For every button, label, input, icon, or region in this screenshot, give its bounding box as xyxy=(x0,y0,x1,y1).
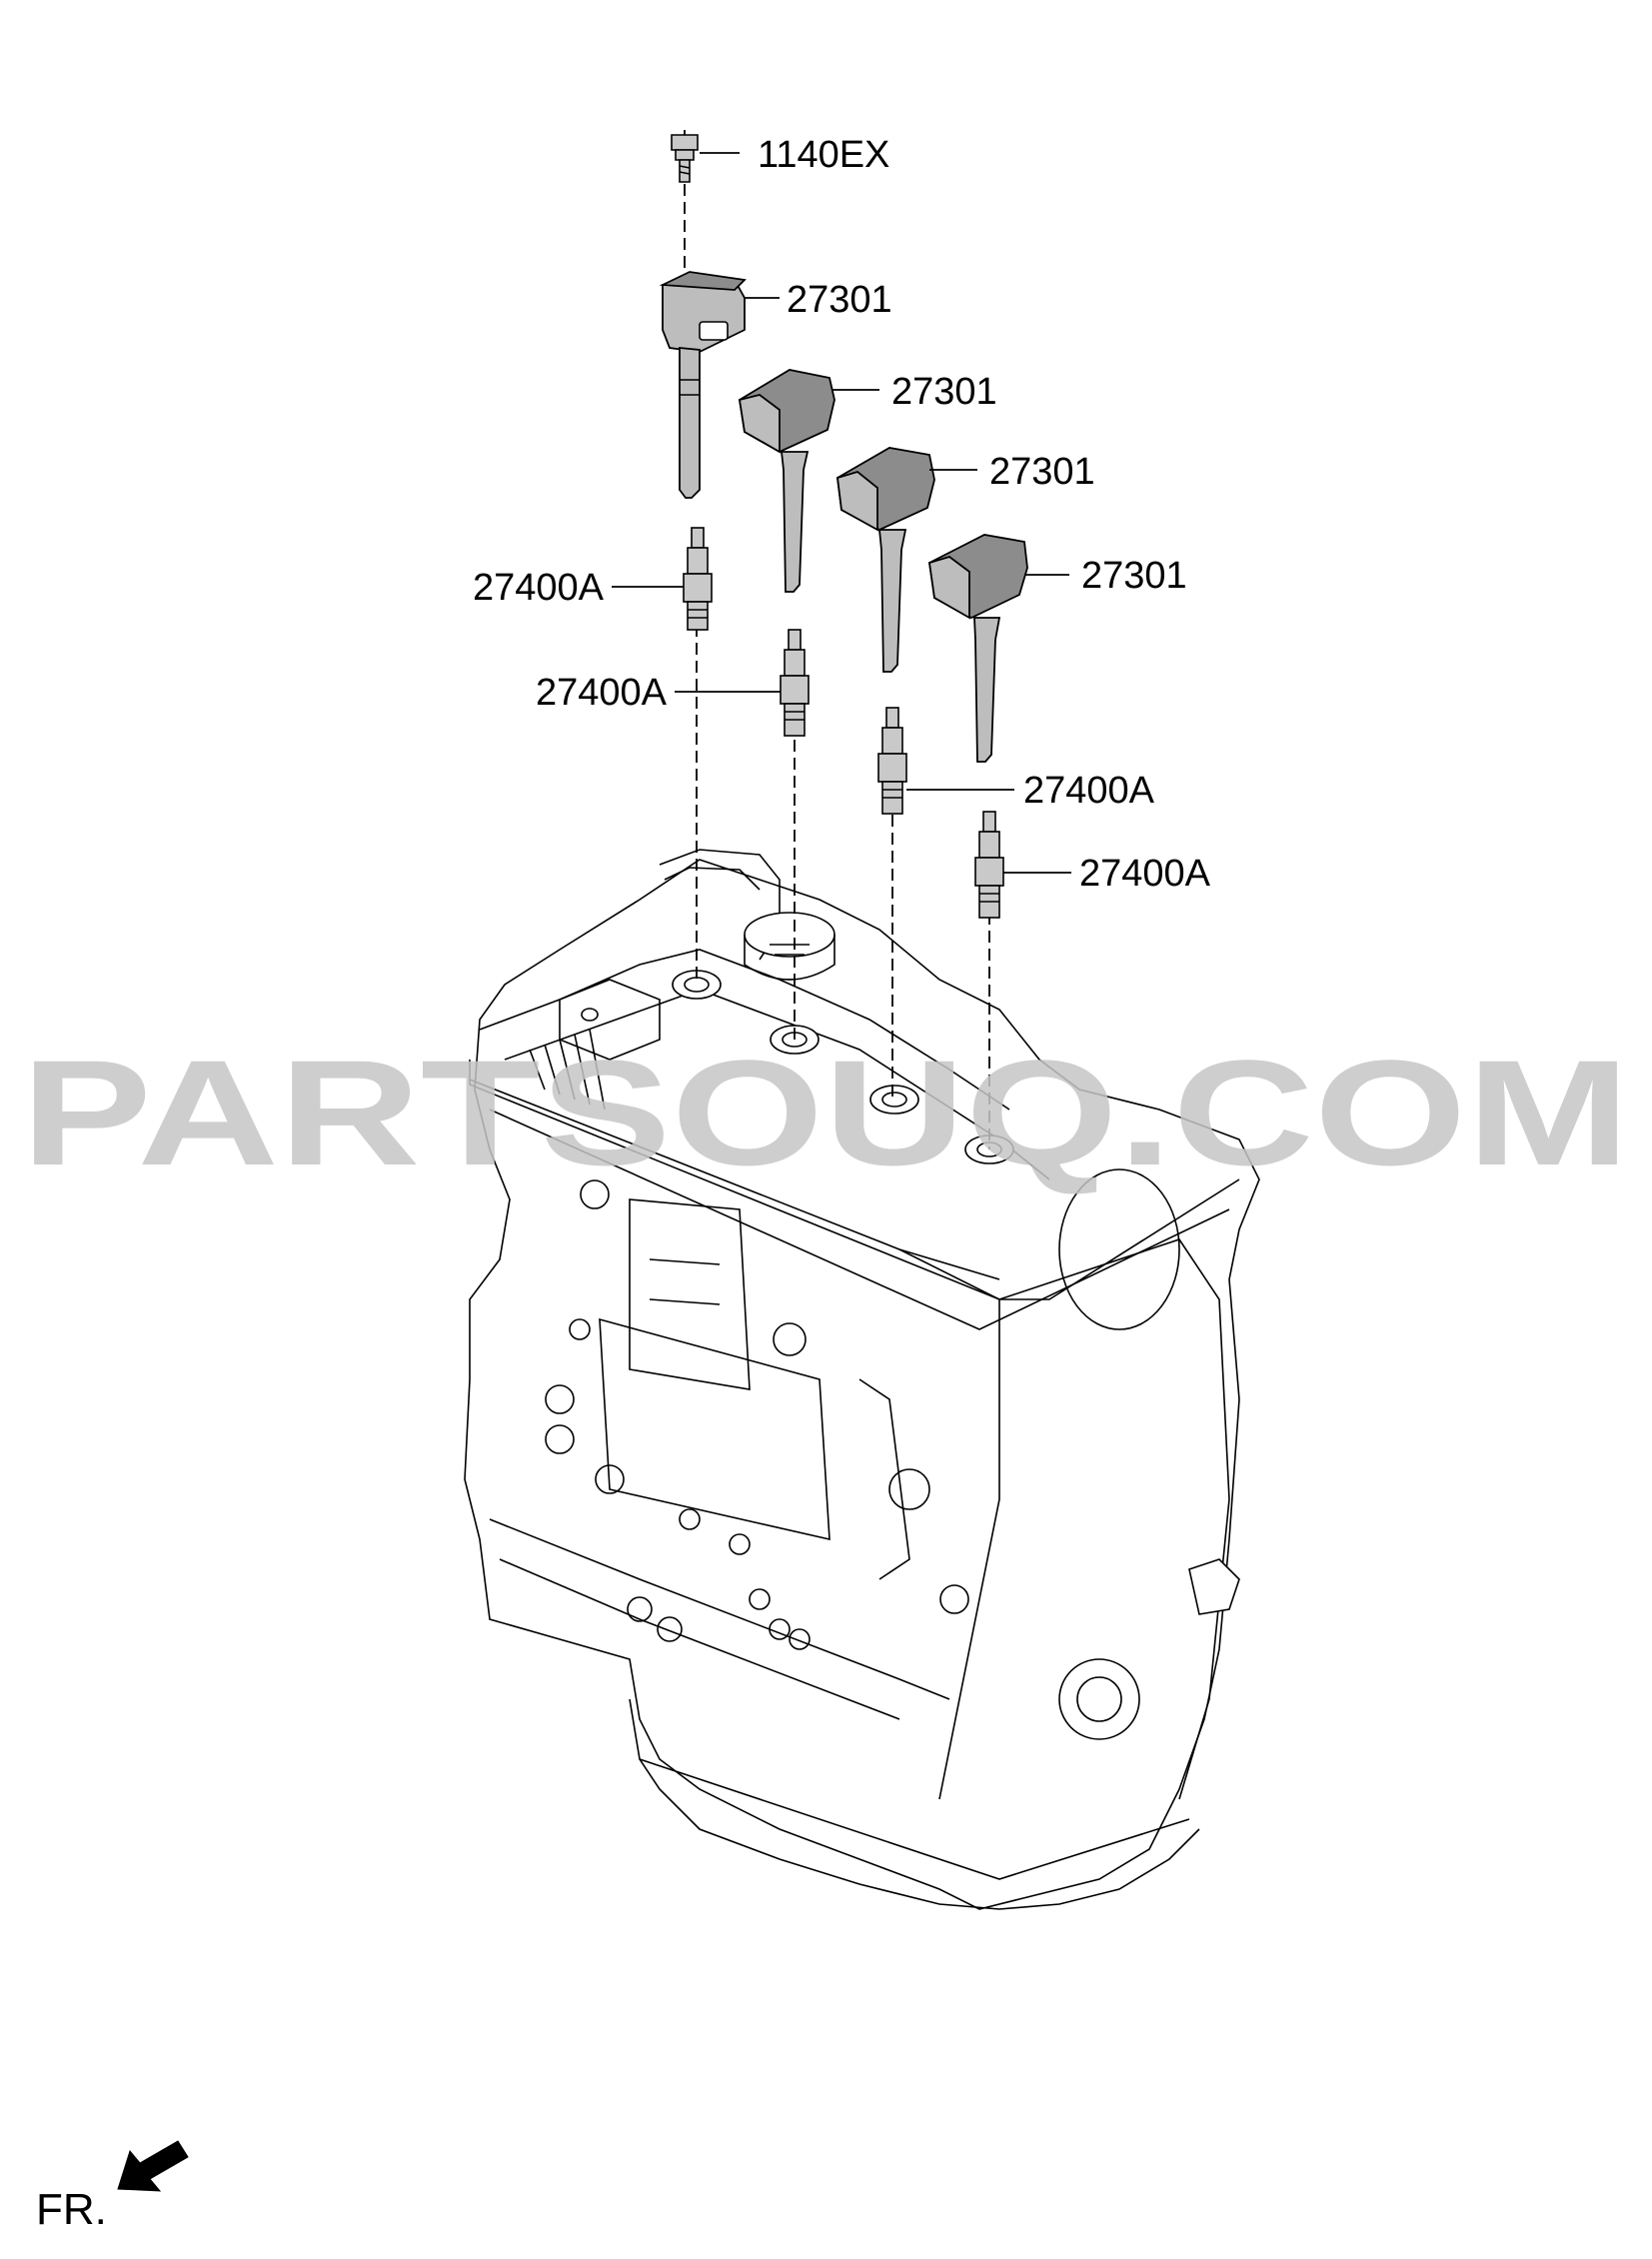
front-direction-indicator: FR. xyxy=(36,2140,189,2234)
callout-plug-2[interactable]: 27400A xyxy=(536,672,668,714)
callout-plug-1[interactable]: 27400A xyxy=(473,567,605,609)
callout-coil-2[interactable]: 27301 xyxy=(891,371,997,413)
callout-plug-3[interactable]: 27400A xyxy=(1023,770,1155,812)
callout-plug-4[interactable]: 27400A xyxy=(1079,853,1211,895)
engine-block xyxy=(464,849,1260,1910)
ignition-coil-3 xyxy=(836,447,935,673)
callout-bolt[interactable]: 1140EX xyxy=(758,134,889,176)
ignition-coil-4 xyxy=(927,534,1028,763)
front-arrow-icon xyxy=(117,2140,189,2192)
leader-lines xyxy=(612,152,1071,874)
watermark-text: PARTSOUQ.COM xyxy=(21,1029,1630,1196)
callout-coil-1[interactable]: 27301 xyxy=(787,279,892,321)
ignition-coil-1 xyxy=(659,271,747,499)
ignition-coil-2 xyxy=(738,369,835,593)
bolt-part xyxy=(671,134,699,183)
spark-plug-1 xyxy=(683,527,713,631)
spark-plug-2 xyxy=(780,629,810,737)
callout-coil-4[interactable]: 27301 xyxy=(1081,555,1187,597)
front-label: FR. xyxy=(36,2185,107,2234)
spark-plug-3 xyxy=(877,707,907,815)
spark-plug-4 xyxy=(974,811,1004,919)
callout-coil-3[interactable]: 27301 xyxy=(989,451,1095,493)
